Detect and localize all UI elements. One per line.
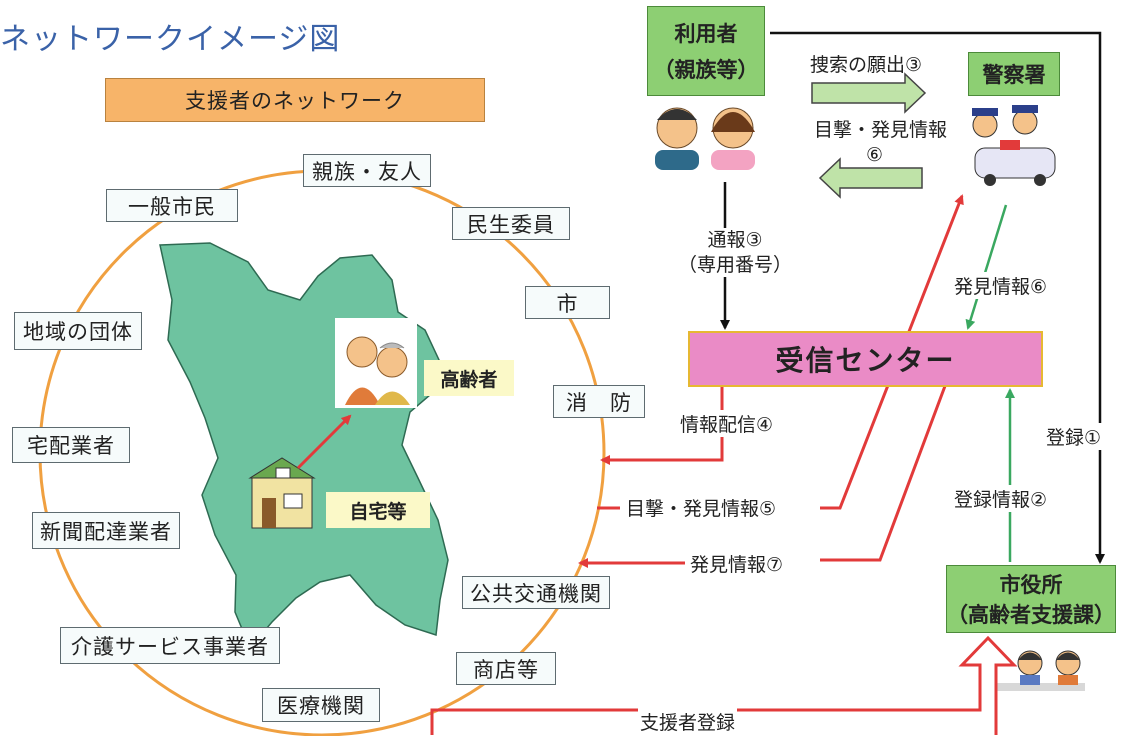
home-label: 自宅等 — [326, 492, 430, 528]
city-office-title: 市役所 — [999, 573, 1063, 597]
flow-registration: 登録① — [1044, 423, 1104, 450]
search-request-arrow — [811, 72, 927, 114]
user-box: 利用者 （親族等） — [647, 6, 765, 96]
supporter-city: 市 — [525, 286, 610, 319]
flow-sighting-info-5: 目撃・発見情報⑤ — [624, 494, 779, 521]
flow-search-request: 捜索の願出③ — [810, 54, 923, 76]
city-office-staff-icon — [995, 650, 1085, 691]
supporter-newspaper-delivery: 新聞配達業者 — [32, 512, 180, 549]
supporter-fire-department: 消 防 — [553, 385, 645, 418]
city-office-box: 市役所 （高齢者支援課） — [946, 565, 1116, 633]
police-feedback-arrow — [818, 157, 923, 199]
supporter-delivery-companies: 宅配業者 — [12, 427, 130, 463]
flow-info-broadcast: 情報配信④ — [678, 410, 776, 437]
city-map-region — [159, 242, 449, 650]
supporter-local-groups: 地域の団体 — [14, 312, 142, 350]
supporter-care-service: 介護サービス事業者 — [60, 627, 280, 664]
flow-registration-info: 登録情報② — [952, 485, 1050, 512]
user-subtitle: （親族等） — [653, 58, 759, 82]
user-title: 利用者 — [674, 22, 738, 46]
flow-discovery-info-6: 発見情報⑥ — [952, 272, 1050, 299]
city-office-subtitle: （高齢者支援課） — [947, 603, 1115, 627]
supporter-shops: 商店等 — [456, 652, 556, 685]
page-title: ネットワークイメージ図 — [0, 22, 341, 57]
elderly-label: 高齢者 — [424, 360, 514, 396]
elderly-couple-icon — [345, 336, 410, 405]
user-family-icon — [655, 107, 755, 170]
flow-report-line2: （専用番号） — [677, 253, 792, 276]
flow-report-line1: 通報③ — [707, 229, 763, 251]
flow-sighting-info-6-line1: 目撃・発見情報 — [814, 119, 948, 141]
flow-discovery-info-7: 発見情報⑦ — [688, 550, 786, 577]
flow-sighting-info-6: 目撃・発見情報 ⑥ — [812, 118, 948, 167]
flow-report: 通報③ （専用番号） — [670, 228, 800, 278]
supporter-welfare-commissioner: 民生委員 — [452, 207, 570, 240]
supporter-relatives-friends: 親族・友人 — [303, 154, 431, 187]
flow-supporter-registration: 支援者登録 — [638, 708, 738, 735]
supporter-public-transport: 公共交通機関 — [462, 576, 610, 609]
police-car-icon — [972, 105, 1056, 186]
supporter-medical: 医療機関 — [262, 688, 380, 722]
flow-sighting-info-6-line2: ⑥ — [865, 143, 884, 166]
network-header: 支援者のネットワーク — [105, 78, 485, 122]
supporter-general-citizens: 一般市民 — [106, 189, 238, 222]
supporter-registration-arrow — [430, 635, 1018, 735]
police-box: 警察署 — [968, 52, 1060, 96]
house-icon — [248, 457, 316, 529]
reception-center-box: 受信センター — [688, 331, 1043, 387]
